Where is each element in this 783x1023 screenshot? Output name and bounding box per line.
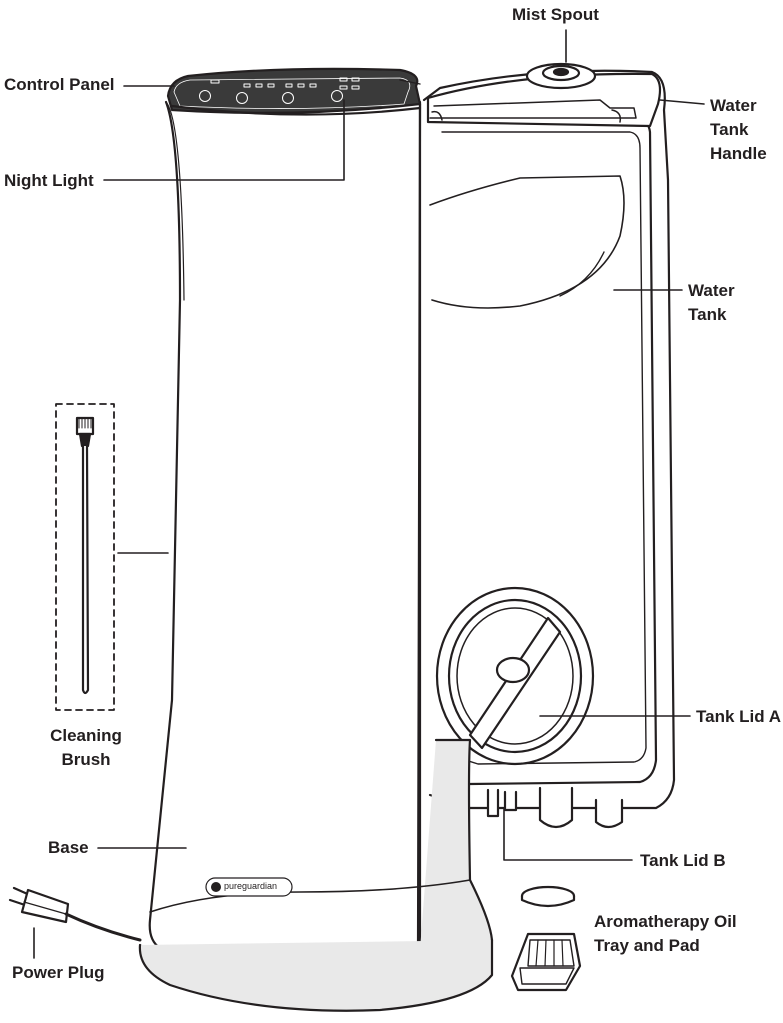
aromatherapy-tray (510, 932, 582, 992)
leader-lines (33, 29, 705, 959)
tank-lid-a (435, 586, 595, 766)
label-line: Water (688, 281, 735, 300)
label-night-light: Night Light (4, 171, 94, 190)
cleaning-brush (55, 403, 115, 711)
panel-buttons (199, 77, 360, 104)
label-line: Handle (710, 144, 767, 163)
label-base: Base (48, 838, 89, 857)
label-line: Water (710, 96, 757, 115)
label-control-panel: Control Panel (4, 75, 115, 94)
label-line: Cleaning (50, 726, 122, 745)
brand-logo (205, 877, 293, 897)
label-cleaning-brush: Cleaning Brush (46, 724, 126, 772)
label-line: Tray and Pad (594, 936, 700, 955)
label-line: Brush (61, 750, 111, 769)
label-water-tank-handle: Water Tank Handle (710, 94, 767, 166)
brand-text: pureguardian (224, 881, 278, 891)
base-tower (138, 100, 494, 1012)
label-line: Aromatherapy Oil (594, 912, 737, 931)
power-plug (8, 886, 142, 942)
control-panel (166, 67, 422, 116)
label-line: Tank (710, 120, 749, 139)
label-aromatherapy: Aromatherapy Oil Tray and Pad (594, 910, 737, 958)
mist-spout (525, 62, 597, 90)
label-power-plug: Power Plug (12, 963, 105, 982)
label-line: Tank (688, 305, 727, 324)
label-tank-lid-a: Tank Lid A (696, 707, 781, 726)
label-tank-lid-b: Tank Lid B (640, 851, 726, 870)
label-mist-spout: Mist Spout (512, 5, 599, 24)
tank-lid-b (486, 786, 624, 829)
aromatherapy-pad (520, 885, 576, 908)
label-water-tank: Water Tank (688, 279, 735, 327)
water-tank-handle (426, 72, 662, 128)
